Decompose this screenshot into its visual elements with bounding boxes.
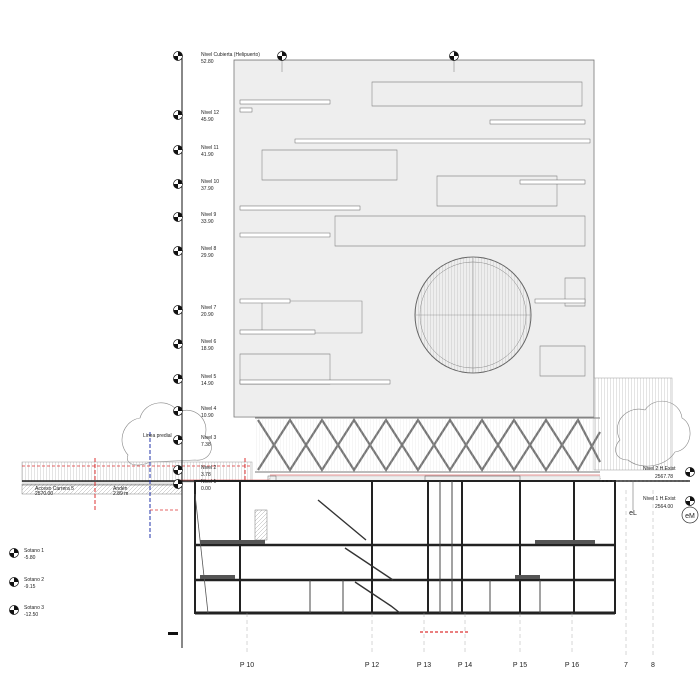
level-marker-12: Nivel 12 45.90	[173, 110, 219, 123]
level-marker-8: Nivel 8 29.90	[173, 246, 217, 259]
svg-text:2570.00: 2570.00	[35, 491, 53, 497]
grid-label-p14: P 14	[458, 662, 472, 669]
svg-text:Nivel 7: Nivel 7	[201, 305, 217, 311]
exterior-level-marker-2: Nivel 2 H.Exist 2567.78	[643, 466, 695, 480]
basement-section	[194, 480, 616, 615]
grid-label-7: 7	[624, 662, 628, 669]
svg-text:3.78: 3.78	[201, 472, 211, 478]
svg-text:37.90: 37.90	[201, 186, 214, 192]
level-marker-1: Nivel 1 0.00	[173, 479, 217, 492]
level-marker-4: Nivel 4 10.90	[173, 406, 217, 419]
level-marker-10: Nivel 10 37.90	[173, 179, 219, 192]
svg-text:Nivel 8: Nivel 8	[201, 246, 217, 252]
svg-text:-9.15: -9.15	[24, 584, 36, 590]
level-marker-3: Nivel 3 7.38	[173, 435, 217, 448]
svg-text:41.90: 41.90	[201, 152, 214, 158]
svg-text:Nivel 5: Nivel 5	[201, 374, 217, 380]
svg-text:2567.78: 2567.78	[655, 474, 673, 480]
grid-label-8: 8	[651, 662, 655, 669]
window-strips	[239, 99, 591, 385]
svg-text:7.38: 7.38	[201, 442, 211, 448]
level-marker-11: Nivel 11 41.90	[173, 145, 219, 158]
level-marker-sotano-3: Sotano 3 -12.50	[9, 605, 44, 618]
svg-text:Nivel 6: Nivel 6	[201, 339, 217, 345]
svg-text:Nivel 1: Nivel 1	[201, 479, 217, 485]
svg-text:29.90: 29.90	[201, 253, 214, 259]
grid-label-p12: P 12	[365, 662, 379, 669]
svg-text:Nivel 2: Nivel 2	[201, 465, 217, 471]
grid-label-p15: P 15	[513, 662, 527, 669]
level-marker-7: Nivel 7 20.90	[173, 305, 217, 318]
level-marker-9: Nivel 9 33.90	[173, 212, 217, 225]
grid-label-p16: P 16	[565, 662, 579, 669]
svg-text:Nivel 3: Nivel 3	[201, 435, 217, 441]
level-marker-2: Nivel 2 3.78	[173, 465, 217, 478]
svg-text:18.90: 18.90	[201, 346, 214, 352]
svg-text:52.80: 52.80	[201, 59, 214, 65]
svg-text:Acceso Carrera 5: Acceso Carrera 5	[35, 486, 74, 492]
svg-text:0.00: 0.00	[201, 486, 211, 492]
exterior-level-marker-1: Nivel 1 H.Exist 2564.00	[643, 496, 695, 510]
svg-text:-5.80: -5.80	[24, 555, 36, 561]
svg-text:2564.00: 2564.00	[655, 504, 673, 510]
svg-text:45.90: 45.90	[201, 117, 214, 123]
existing-building-right	[593, 377, 673, 471]
tree-right	[615, 400, 691, 467]
svg-text:Sotano 3: Sotano 3	[24, 605, 44, 611]
linea-predial-label: Linea predial	[143, 433, 172, 439]
level-marker-sotano-1: Sotano 1 -5.80	[9, 548, 44, 561]
setback-lines	[22, 432, 600, 633]
svg-text:Nivel 12: Nivel 12	[201, 110, 219, 116]
svg-text:Nivel 10: Nivel 10	[201, 179, 219, 185]
svg-text:Nivel 9: Nivel 9	[201, 212, 217, 218]
svg-text:-12.50: -12.50	[24, 612, 38, 618]
svg-text:Sotano 1: Sotano 1	[24, 548, 44, 554]
svg-text:Nivel 4: Nivel 4	[201, 406, 217, 412]
grid-label-p10: P 10	[240, 662, 254, 669]
level-marker-sotano-2: Sotano 2 -9.15	[9, 577, 44, 590]
level-markers: Nivel Cubierta (Helipuerto) 52.80 Nivel …	[173, 51, 260, 492]
plaza-elevation	[21, 461, 253, 483]
svg-text:2.89 m: 2.89 m	[113, 491, 128, 497]
svg-text:20.90: 20.90	[201, 312, 214, 318]
svg-text:14.90: 14.90	[201, 381, 214, 387]
svg-text:10.90: 10.90	[201, 413, 214, 419]
svg-text:Andén: Andén	[113, 486, 128, 492]
axis-label-el: eL	[629, 510, 637, 517]
level-marker-5: Nivel 5 14.90	[173, 374, 217, 387]
grid-labels: P 10 P 12 P 13 P 14 P 15 P 16 7 8	[240, 662, 655, 669]
level-marker-cubierta: Nivel Cubierta (Helipuerto) 52.80	[173, 51, 260, 65]
svg-text:Nivel 2 H.Exist: Nivel 2 H.Exist	[643, 466, 676, 472]
grid-label-p13: P 13	[417, 662, 431, 669]
svg-text:Sotano 2: Sotano 2	[24, 577, 44, 583]
svg-text:Nivel 1 H.Exist: Nivel 1 H.Exist	[643, 496, 676, 502]
basement-level-markers: Sotano 1 -5.80 Sotano 2 -9.15 Sotano 3 -…	[9, 548, 44, 618]
tower-facade	[233, 59, 595, 418]
axis-markers: eL eM	[629, 481, 699, 524]
svg-text:33.90: 33.90	[201, 219, 214, 225]
section-markers-top	[277, 50, 459, 72]
svg-text:Nivel Cubierta (Helipuerto): Nivel Cubierta (Helipuerto)	[201, 52, 260, 58]
exterior-level-markers: Nivel 2 H.Exist 2567.78 Nivel 1 H.Exist …	[600, 466, 695, 510]
grid-axes	[246, 490, 654, 655]
axis-label-em: eM	[685, 513, 695, 520]
level-marker-6: Nivel 6 18.90	[173, 339, 217, 352]
svg-text:Nivel 11: Nivel 11	[201, 145, 219, 151]
